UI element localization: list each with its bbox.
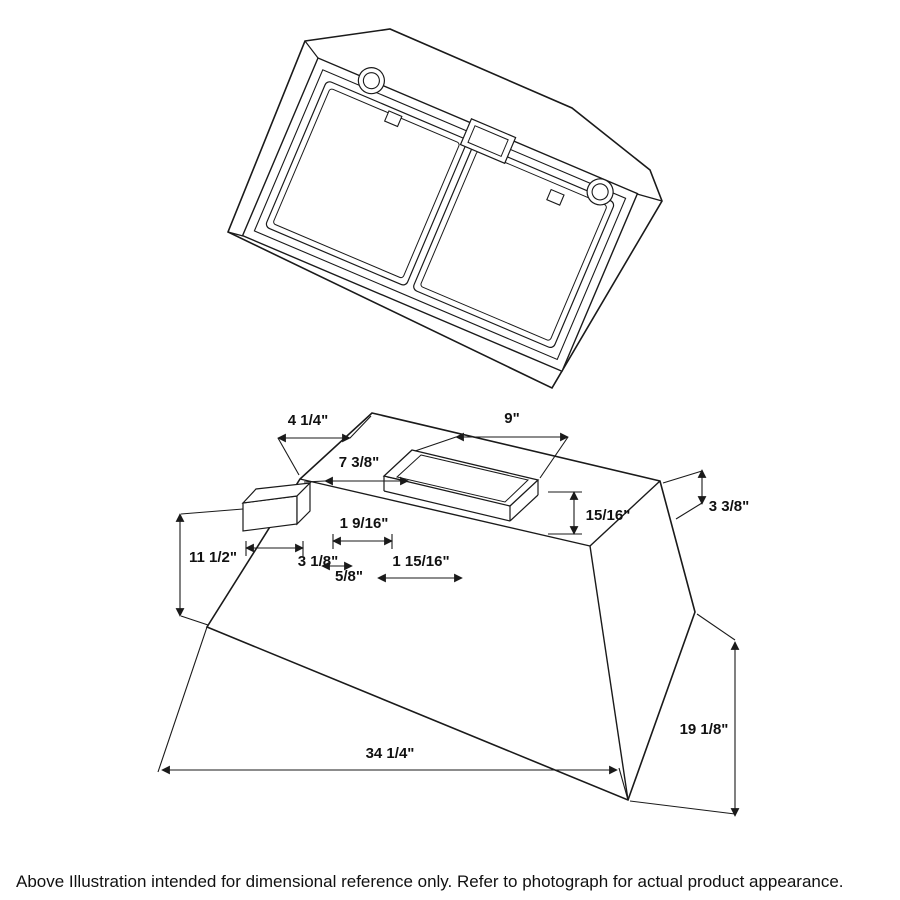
lamp-right	[586, 178, 614, 206]
dim-top-left-label: 4 1/4"	[288, 412, 328, 429]
dim-body-height-label: 11 1/2"	[189, 549, 237, 566]
dim-overall-width: 34 1/4"	[157, 626, 629, 801]
lamp-left	[357, 67, 385, 95]
filter-left-handle	[383, 110, 403, 128]
dim-duct-width-label: 9"	[504, 410, 519, 427]
caption: Above Illustration intended for dimensio…	[16, 872, 844, 891]
dim-top-left: 4 1/4"	[277, 412, 372, 476]
dim-collar-height-label: 15/16"	[586, 507, 631, 524]
dim-outlet-inset-label: 5/8"	[335, 568, 363, 585]
dim-duct-setback-label: 7 3/8"	[339, 454, 379, 471]
dimension-view: 4 1/4" 9" 7 3/8" 3 3/8" 15/1	[157, 410, 749, 817]
dim-overall-width-label: 34 1/4"	[366, 745, 415, 762]
dim-outlet-height-label: 1 9/16"	[340, 515, 389, 532]
dim-body-height: 11 1/2"	[175, 508, 244, 626]
junction-box	[459, 118, 517, 165]
dim-outlet-inset: 5/8"	[321, 561, 363, 585]
duct-collar	[382, 449, 540, 522]
dim-rear-height: 3 3/8"	[662, 469, 749, 520]
dim-outlet-width-label: 3 1/8"	[298, 553, 338, 570]
dim-rear-height-label: 3 3/8"	[709, 498, 749, 515]
filter-right-handle	[546, 188, 565, 206]
dim-duct-width: 9"	[414, 410, 569, 479]
underside-view	[226, 28, 663, 390]
dim-duct-setback: 7 3/8"	[303, 454, 409, 486]
underside-rim-group	[241, 57, 639, 373]
dim-outlet-height: 1 9/16"	[332, 515, 393, 549]
damper-outlet-box	[241, 481, 312, 532]
filter-left	[265, 81, 467, 286]
dim-overall-depth: 19 1/8"	[629, 613, 740, 817]
dim-outlet-depth: 1 15/16"	[377, 553, 463, 583]
dim-outlet-depth-label: 1 15/16"	[392, 553, 449, 570]
dim-overall-depth-label: 19 1/8"	[680, 721, 729, 738]
dim-collar-height: 15/16"	[548, 491, 631, 535]
